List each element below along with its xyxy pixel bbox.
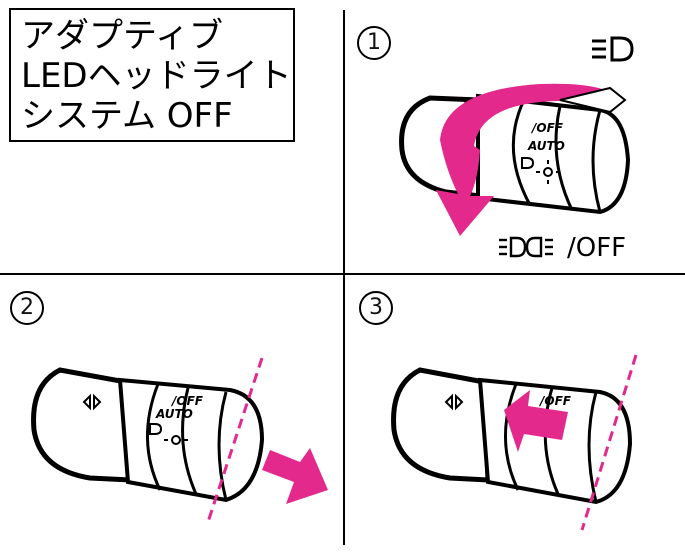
off-label-text: /OFF [567,233,627,263]
headlight-icon [149,423,163,435]
rotation-arrow [436,83,627,236]
horizontal-divider [0,273,685,275]
off-position-label: /OFF [497,233,626,263]
turn-signal-icon [82,393,102,411]
push-arrow [504,390,568,452]
step-number-1: 1 [357,26,391,60]
turn-signal-icon [444,393,464,411]
parking-light-icon [164,435,188,445]
stalk-panel-3: /OFF [391,367,633,505]
high-beam-icon [592,36,634,62]
vertical-divider [343,10,345,545]
stalk-panel-1: /OFF AUTO [399,93,631,215]
stalk-off-label-2: /OFF [170,394,204,408]
stalk-off-label-1: /OFF [530,121,564,135]
dashed-pull-line-2 [206,357,264,523]
parking-light-icon [536,160,560,184]
step-number-2: 2 [10,291,44,325]
title-line-1: アダプティブ [21,16,223,56]
title-line-3: システム OFF [21,96,233,136]
stalk-panel-2: /OFF AUTO [31,367,265,503]
title-box: アダプティブ LEDヘッドライト システム OFF [9,8,295,142]
stalk-auto-label-1: AUTO [527,139,565,153]
title-line-2: LEDヘッドライト [21,56,292,96]
stalk-off-label-3: /OFF [538,394,572,408]
step-number-3: 3 [359,291,393,325]
adaptive-headlight-icon [497,235,567,259]
pull-arrow [262,448,328,504]
stalk-auto-label-2: AUTO [155,407,193,421]
dashed-push-line-3 [580,354,638,531]
headlight-icon [521,157,535,169]
